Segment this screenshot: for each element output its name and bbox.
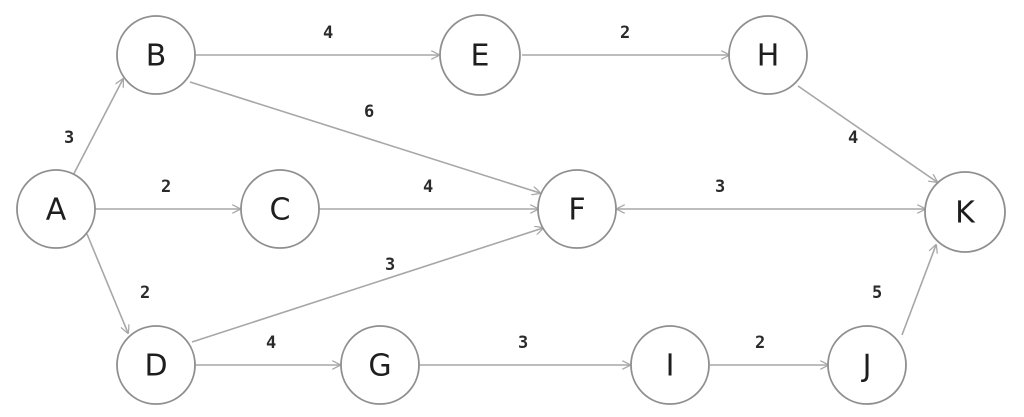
edge-j-k-weight: 5 [872, 283, 882, 303]
node-j: J [827, 325, 907, 405]
edge-e-h: 2 [522, 23, 729, 55]
edge-a-b-line [67, 79, 123, 186]
edge-a-c: 2 [95, 177, 240, 209]
node-e: E [439, 14, 521, 96]
node-f: F [537, 169, 617, 249]
node-k-label: K [955, 196, 976, 231]
edge-g-i-weight: 3 [518, 333, 528, 353]
node-f-label: F [568, 193, 585, 228]
edge-a-d: 2 [86, 233, 150, 333]
edge-i-j: 2 [710, 333, 828, 365]
edge-a-d-line [86, 233, 128, 333]
edge-b-f: 6 [189, 81, 540, 193]
edge-i-j-weight: 2 [755, 333, 765, 353]
node-a-label: A [46, 193, 67, 228]
edge-e-h-weight: 2 [620, 23, 630, 43]
node-c-label: C [270, 193, 291, 228]
edge-a-c-weight: 2 [161, 177, 171, 197]
node-e-label: E [471, 39, 490, 74]
node-e-circle [439, 14, 521, 96]
edge-a-d-weight: 2 [140, 283, 150, 303]
edge-a-b-weight: 3 [64, 128, 74, 148]
node-b-label: B [146, 39, 167, 74]
edge-d-f: 3 [191, 228, 543, 343]
edge-b-e-weight: 4 [323, 23, 333, 43]
node-i-label: I [666, 349, 675, 384]
edge-j-k-line [901, 245, 936, 336]
node-a: A [16, 169, 96, 249]
node-j-circle [827, 325, 907, 405]
node-g-label: G [368, 349, 391, 384]
edge-h-k-line [797, 85, 937, 182]
edge-h-k-weight: 4 [848, 128, 858, 148]
edge-d-g: 4 [195, 333, 340, 365]
node-g: G [340, 325, 420, 405]
edges: 3 2 2 4 6 4 3 4 [64, 23, 937, 365]
node-c-circle [240, 169, 320, 249]
node-i-circle [630, 325, 710, 405]
node-k: K [924, 171, 1006, 253]
node-d: D [116, 325, 196, 405]
edge-b-e: 4 [195, 23, 439, 55]
node-f-circle [537, 169, 617, 249]
edge-h-k: 4 [797, 85, 937, 182]
edge-a-b: 3 [64, 79, 123, 186]
node-c: C [240, 169, 320, 249]
node-d-label: D [144, 349, 167, 384]
edge-j-k: 5 [872, 245, 936, 336]
edge-b-f-weight: 6 [364, 102, 374, 122]
node-h-circle [728, 15, 808, 95]
edge-f-k-weight: 3 [715, 177, 725, 197]
node-b: B [116, 15, 196, 95]
node-j-label: J [861, 349, 872, 384]
edge-g-i: 3 [419, 333, 630, 365]
nodes: A B C D E F G H [16, 14, 1006, 405]
edge-f-k: 3 [617, 177, 925, 209]
node-h: H [728, 15, 808, 95]
node-i: I [630, 325, 710, 405]
node-h-label: H [757, 39, 780, 74]
node-d-circle [116, 325, 196, 405]
node-a-circle [16, 169, 96, 249]
node-b-circle [116, 15, 196, 95]
node-g-circle [340, 325, 420, 405]
edge-d-f-weight: 3 [385, 255, 395, 275]
edge-d-g-weight: 4 [266, 333, 276, 353]
edge-c-f-weight: 4 [423, 177, 433, 197]
node-k-circle [924, 171, 1006, 253]
edge-d-f-line [191, 228, 543, 343]
edge-b-f-line [189, 81, 540, 193]
edge-c-f: 4 [319, 177, 538, 209]
